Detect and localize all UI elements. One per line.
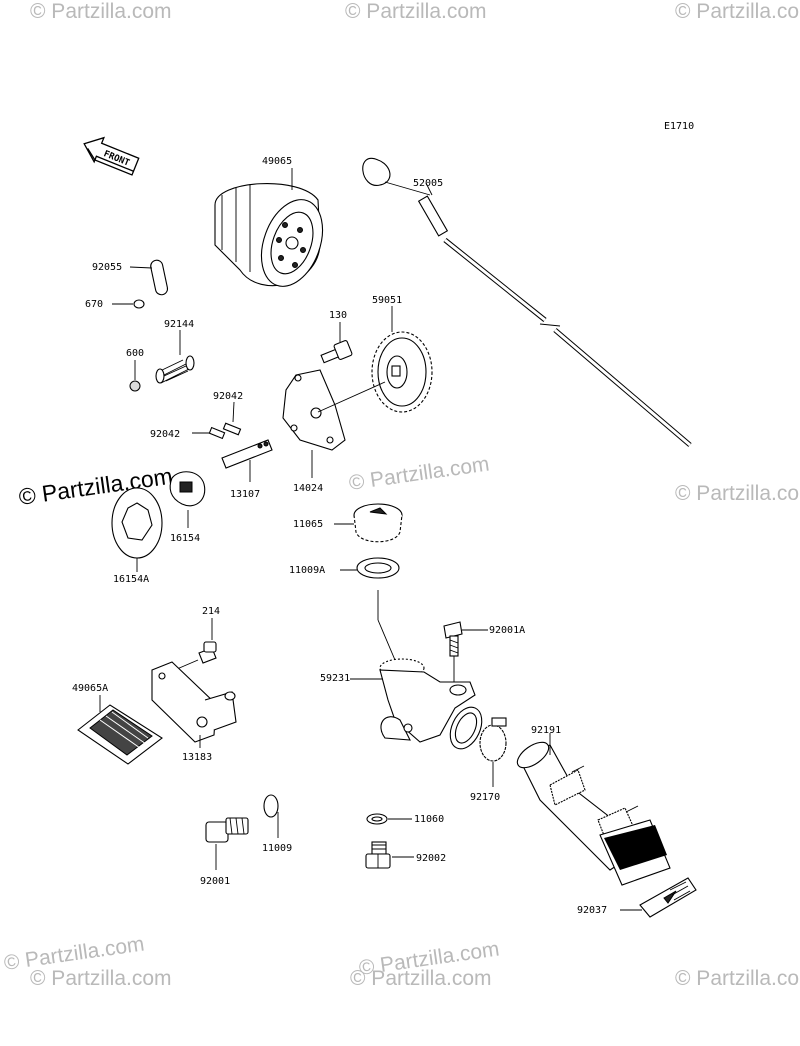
callout-92191: 92191 bbox=[531, 725, 561, 736]
drain-bolt-part bbox=[205, 817, 249, 843]
pin-part-b bbox=[208, 426, 226, 440]
hose-clamp-part bbox=[479, 717, 507, 762]
callout-92055: 92055 bbox=[92, 262, 122, 273]
callout-600: 600 bbox=[126, 348, 144, 359]
callout-92002: 92002 bbox=[416, 853, 446, 864]
oring-part bbox=[150, 259, 169, 296]
plug-part bbox=[365, 841, 391, 869]
callout-92001A: 92001A bbox=[489, 625, 525, 636]
callout-11060: 11060 bbox=[414, 814, 444, 825]
filler-pipe-part bbox=[379, 658, 483, 750]
watermark: © Partzilla.com bbox=[347, 452, 490, 494]
front-arrow-icon: FRONT bbox=[83, 136, 140, 176]
watermark: © Partzilla.com bbox=[350, 967, 492, 990]
drain-hose-part bbox=[516, 741, 671, 886]
inner-rotor-part bbox=[169, 471, 206, 507]
pump-shaft-part bbox=[221, 439, 273, 469]
callout-92042-b: 92042 bbox=[150, 429, 180, 440]
outer-rotor-part bbox=[111, 487, 163, 559]
filler-cap-part bbox=[353, 503, 403, 543]
watermark: © Partzilla.com bbox=[675, 967, 800, 990]
callout-59231: 59231 bbox=[320, 673, 350, 684]
callout-11009: 11009 bbox=[262, 843, 292, 854]
watermark: © Partzilla.com bbox=[345, 0, 487, 23]
watermark: © Partzilla.com bbox=[675, 482, 800, 505]
callout-16154: 16154 bbox=[170, 533, 200, 544]
callout-670: 670 bbox=[85, 299, 103, 310]
drain-gasket-part bbox=[263, 794, 279, 818]
callout-16154A: 16154A bbox=[113, 574, 149, 585]
callout-214: 214 bbox=[202, 606, 220, 617]
callout-92037: 92037 bbox=[577, 905, 607, 916]
callout-92042-a: 92042 bbox=[213, 391, 243, 402]
dipstick-part bbox=[362, 157, 692, 447]
ball-part bbox=[129, 380, 141, 392]
oil-screen-part bbox=[77, 704, 163, 765]
spring-part bbox=[155, 355, 195, 384]
cable-band-part bbox=[639, 877, 697, 918]
callout-92144: 92144 bbox=[164, 319, 194, 330]
bolt-92001A-part bbox=[443, 621, 463, 657]
callout-13107: 13107 bbox=[230, 489, 260, 500]
callout-11009A: 11009A bbox=[289, 565, 325, 576]
bolt-214-part bbox=[198, 641, 217, 664]
watermark: © Partzilla.com bbox=[30, 967, 172, 990]
bracket-plate-part bbox=[151, 661, 237, 743]
callout-14024: 14024 bbox=[293, 483, 323, 494]
pin-part-a bbox=[222, 422, 242, 436]
pump-cover-part bbox=[282, 369, 386, 451]
washer-part bbox=[366, 813, 388, 825]
callout-92170: 92170 bbox=[470, 792, 500, 803]
watermark: © Partzilla.com bbox=[30, 0, 172, 23]
callout-11065: 11065 bbox=[293, 519, 323, 530]
gasket-part bbox=[356, 557, 400, 579]
oil-filter-part bbox=[214, 168, 324, 287]
callout-49065A: 49065A bbox=[72, 683, 108, 694]
callout-92001: 92001 bbox=[200, 876, 230, 887]
watermark: © Partzilla.com bbox=[675, 0, 800, 23]
bolt-130-part bbox=[320, 340, 353, 364]
callout-13183: 13183 bbox=[182, 752, 212, 763]
callout-130: 130 bbox=[329, 310, 347, 321]
oring-small-part bbox=[133, 299, 145, 309]
callout-49065: 49065 bbox=[262, 156, 292, 167]
callout-59051: 59051 bbox=[372, 295, 402, 306]
diagram-code: E1710 bbox=[664, 121, 694, 132]
pump-gear-part bbox=[371, 331, 433, 413]
callout-52005: 52005 bbox=[413, 178, 443, 189]
